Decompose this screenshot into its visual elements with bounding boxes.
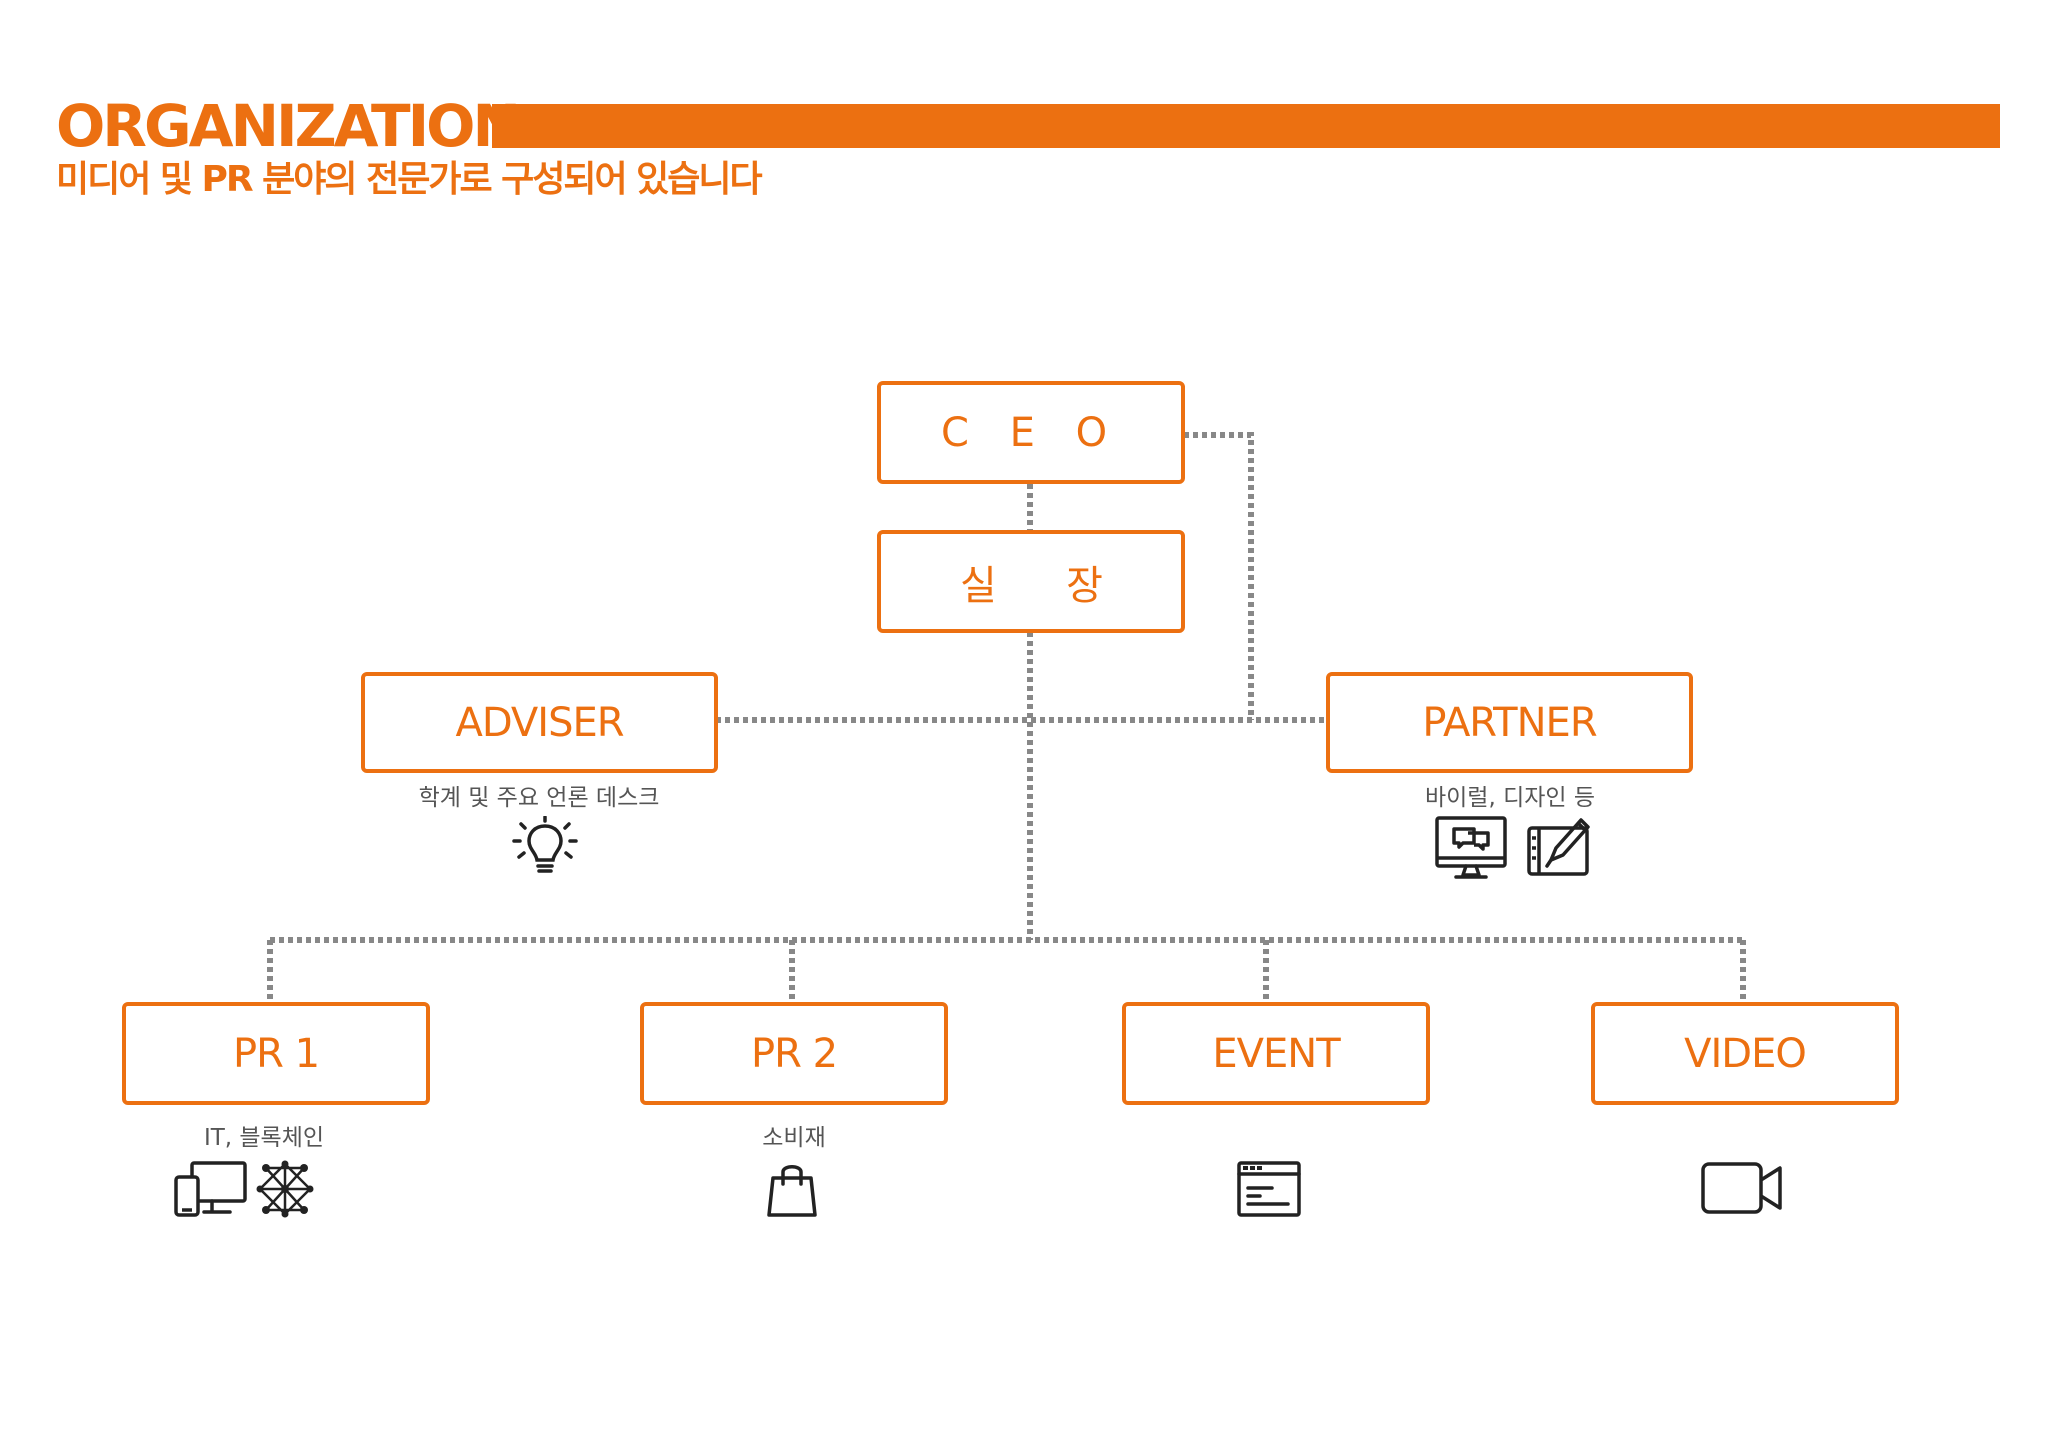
shopping-bag-icon [767,1165,817,1217]
devices-icon [174,1161,247,1217]
pr2-node: PR 2 [640,1002,948,1105]
page-subtitle: 미디어 및 PR 분야의 전문가로 구성되어 있습니다 [56,159,763,200]
title-accent-bar [492,104,2000,148]
browser-window-icon [1237,1161,1301,1217]
pr2-description: 소비재 [762,1125,826,1151]
lightbulb-icon [512,816,578,873]
video-node: VIDEO [1591,1002,1899,1105]
director-node: 실 장 [877,530,1185,633]
network-icon [256,1160,314,1218]
ceo-node: C E O [877,381,1185,484]
partner-node: PARTNER [1326,672,1693,773]
design-tablet-icon [1527,818,1590,876]
adviser-description: 학계 및 주요 언론 데스크 [418,785,660,811]
pr1-description: IT, 블록체인 [203,1125,325,1151]
video-camera-icon [1701,1162,1782,1214]
adviser-node: ADVISER [361,672,718,773]
event-node: EVENT [1122,1002,1430,1105]
monitor-chat-icon [1435,816,1507,879]
page-title: ORGANIZATION [56,92,521,160]
pr1-node: PR 1 [122,1002,430,1105]
connector-ceo-partner [1184,432,1254,720]
partner-description: 바이럴, 디자인 등 [1424,785,1596,811]
